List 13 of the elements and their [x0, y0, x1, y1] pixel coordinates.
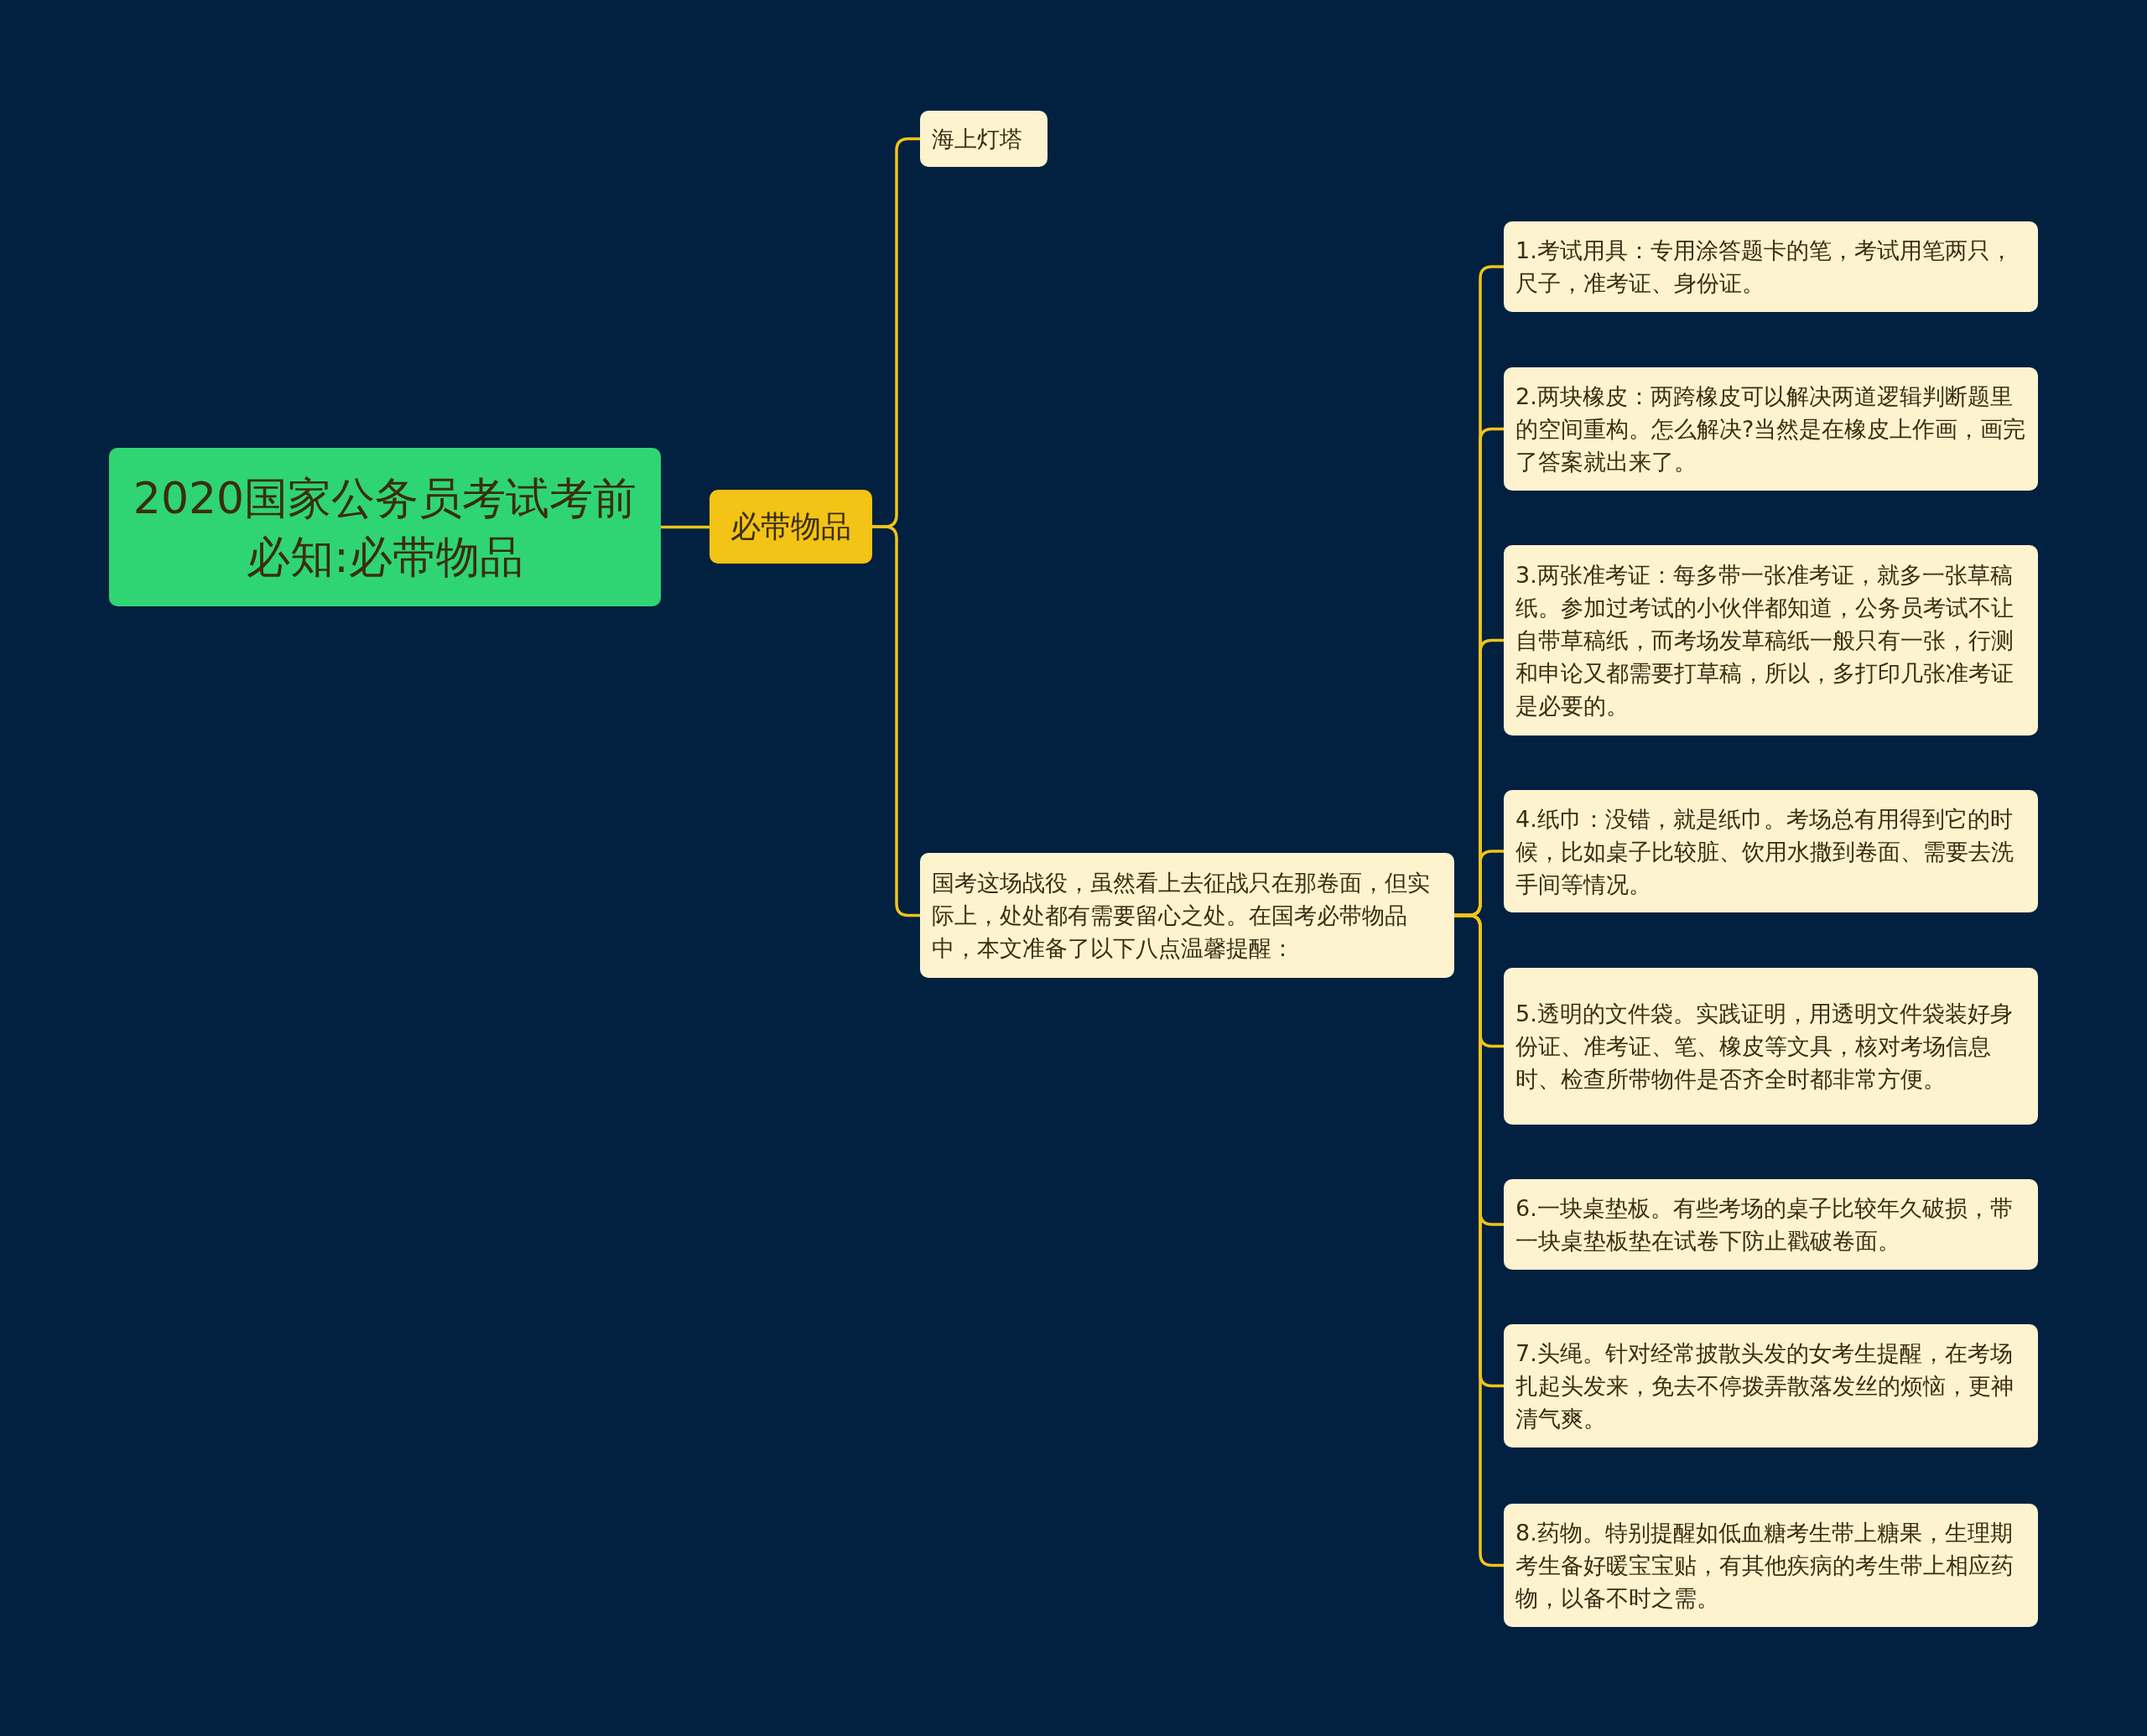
text-box: 4.纸巾：没错，就是纸巾。考场总有用得到它的时候，比如桌子比较脏、饮用水撒到卷面、需要去洗手间等情况。: [1504, 790, 2038, 912]
text-box: 7.头绳。针对经常披散头发的女考生提醒，在考场扎起头发来，免去不停拨弄散落发丝的烦恼，更神清气爽。: [1504, 1324, 2038, 1448]
connector-line: [661, 525, 710, 529]
text-box: 2.两块橡皮：两跨橡皮可以解决两道逻辑判断题里的空间重构。怎么解决?当然是在橡皮上作画，画完了答案就出来了。: [1504, 367, 2038, 491]
text-box: 6.一块桌垫板。有些考场的桌子比较年久破损，带一块桌垫板垫在试卷下防止戳破卷面。: [1504, 1179, 2038, 1270]
text-box: 8.药物。特别提醒如低血糖考生带上糖果，生理期考生备好暖宝宝贴，有其他疾病的考生带上相应药物，以备不时之需。: [1504, 1504, 2038, 1627]
text-box: 3.两张准考证：每多带一张准考证，就多一张草稿纸。参加过考试的小伙伴都知道，公务员考试不让自带草稿纸，而考场发草稿纸一般只有一张，行测和申论又都需要打草稿，所以，多打印几张准考证是必要的。: [1504, 545, 2038, 735]
branch-topic-box: 必带物品: [710, 490, 872, 564]
text-box: 1.考试用具：专用涂答题卡的笔，考试用笔两只，尺子，准考证、身份证。: [1504, 221, 2038, 312]
root-topic-box: 2020国家公务员考试考前必知:必带物品: [109, 448, 661, 606]
text-box: 国考这场战役，虽然看上去征战只在那卷面，但实际上，处处都有需要留心之处。在国考必带物品中，本文准备了以下八点温馨提醒：: [920, 853, 1454, 978]
text-box: 海上灯塔: [920, 111, 1048, 167]
text-box: 5.透明的文件袋。实践证明，用透明文件袋装好身份证、准考证、笔、橡皮等文具，核对考场信息时、检查所带物件是否齐全时都非常方便。: [1504, 968, 2038, 1125]
